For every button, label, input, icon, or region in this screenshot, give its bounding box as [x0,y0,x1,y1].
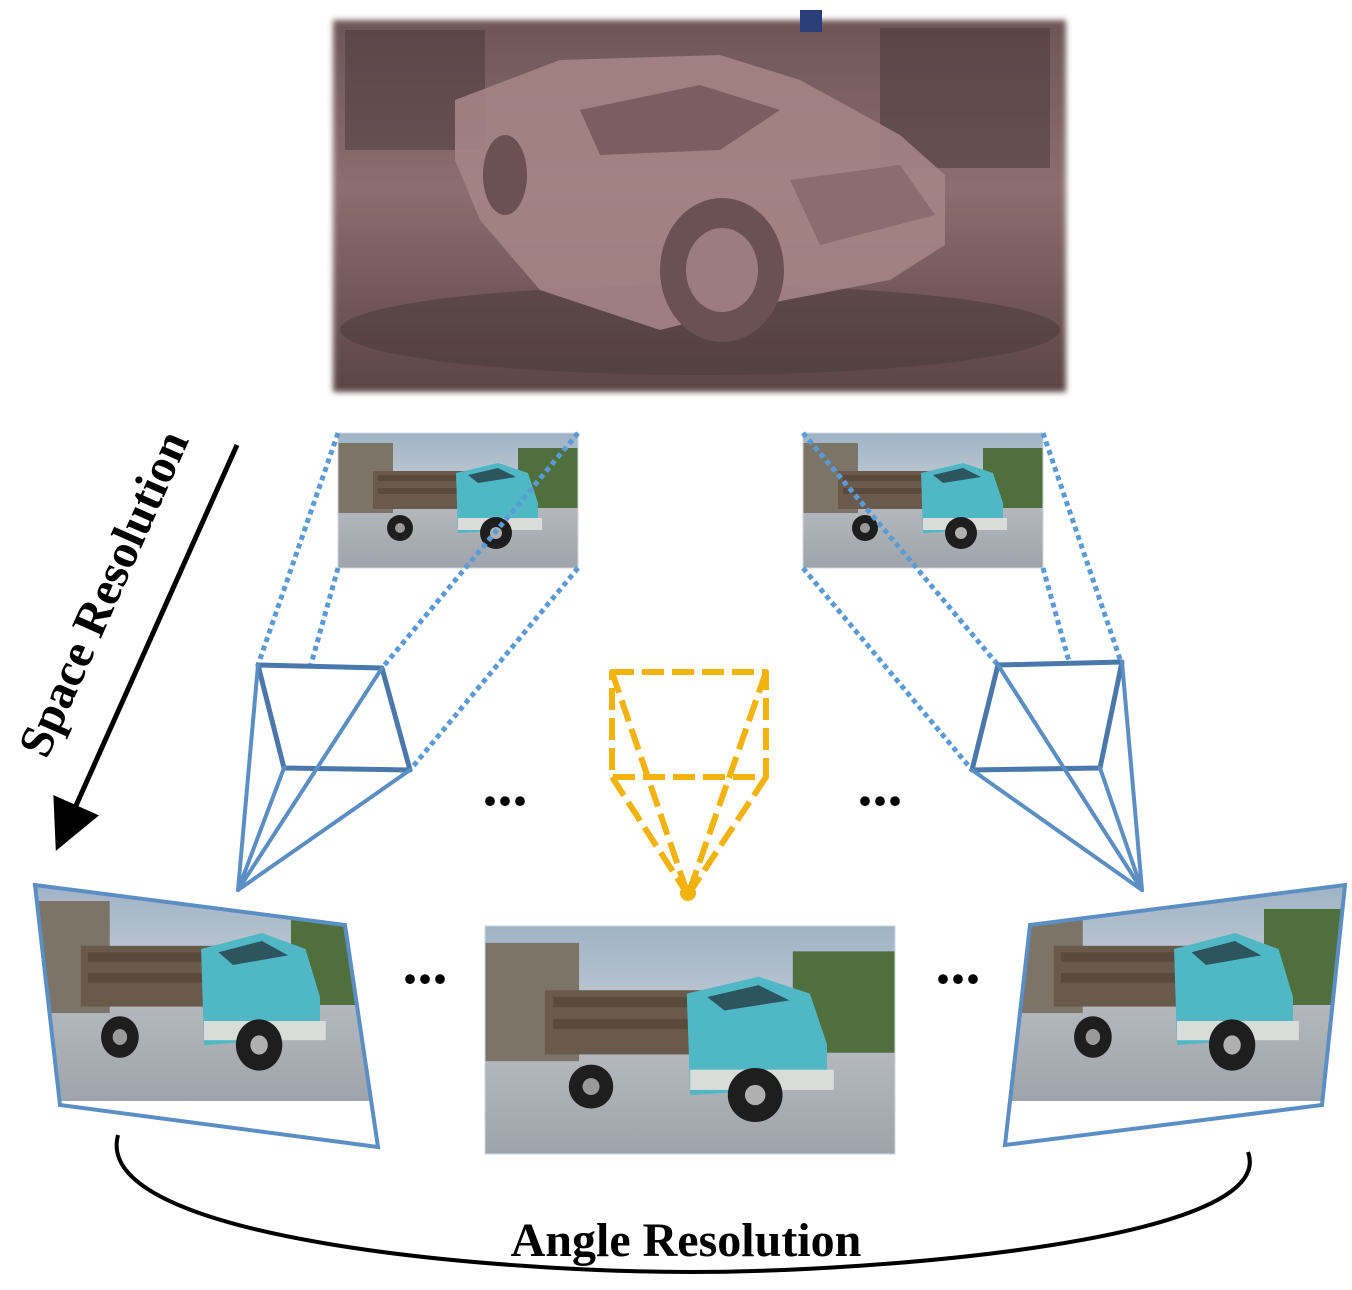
ellipsis-bottom-right: ... [936,930,981,996]
photo-top-left [337,432,579,569]
projection-lines-right [801,431,1125,772]
space-resolution-arrow [53,443,240,851]
camera-frustum-icon-right [969,659,1144,892]
photo-bottom-right [1002,882,1348,1148]
virtual-camera-center [680,885,696,901]
photo-bottom-center [484,925,896,1155]
projection-lines-left [255,431,580,772]
ellipsis-bottom-left: ... [403,930,448,996]
camera-frustum-icon-left [236,662,413,892]
angle-resolution-label: Angle Resolution [511,1214,862,1267]
ellipsis-mid-left: ... [483,752,528,818]
reconstruction-image [333,10,1066,392]
virtual-camera-frustum-icon [609,669,769,897]
photo-top-right [802,432,1044,569]
angle-resolution-arc [114,1134,1252,1275]
photo-bottom-left [32,882,381,1150]
ellipsis-mid-right: ... [858,752,903,818]
